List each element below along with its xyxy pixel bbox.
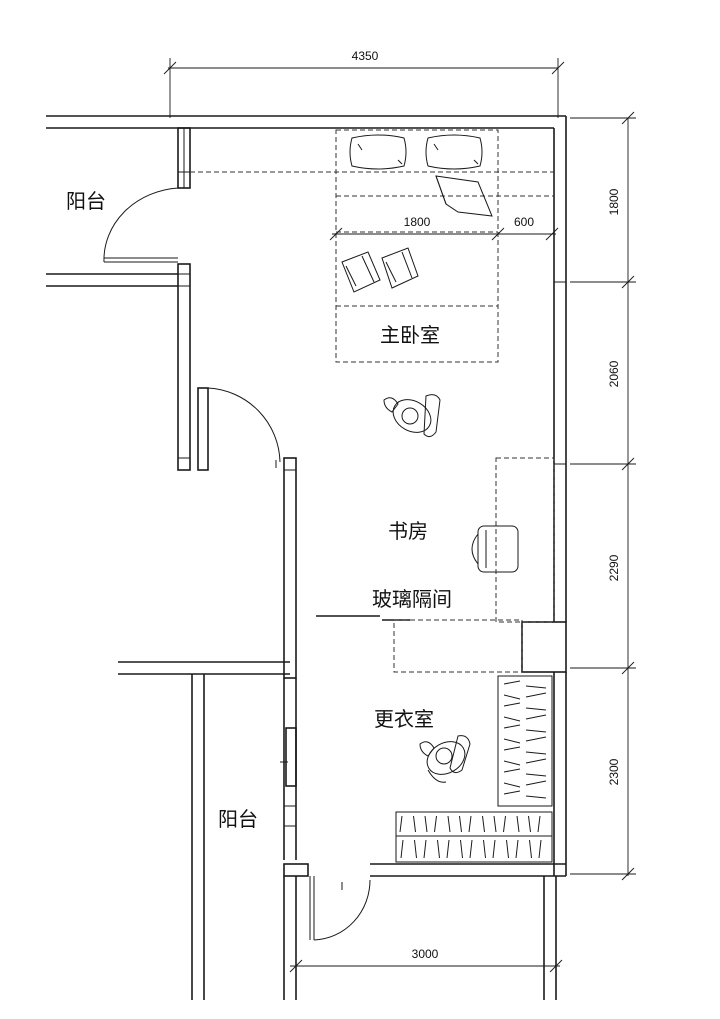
hangers-bottom — [399, 815, 542, 859]
bed-area: 1800 600 — [190, 129, 559, 363]
hanger-mark — [399, 815, 403, 833]
hanger-mark — [503, 716, 521, 722]
hanger-mark — [528, 815, 531, 833]
room-label-master-bedroom: 主卧室 — [380, 323, 440, 347]
hangers-right — [503, 680, 547, 799]
hanger-mark — [503, 790, 521, 795]
room-label-balcony-bottom: 阳台 — [218, 807, 258, 831]
hanger-mark — [414, 839, 417, 859]
room-label-dressing-room: 更衣室 — [374, 707, 434, 731]
person-icon — [419, 735, 471, 783]
hanger-mark — [503, 768, 521, 773]
dim-label-right-2: 2060 — [607, 360, 621, 387]
hanger-mark — [424, 815, 428, 833]
hanger-mark — [506, 839, 509, 859]
door-entry — [207, 387, 281, 463]
hanger-mark — [537, 815, 541, 833]
desk — [495, 457, 555, 623]
room-label-balcony-top: 阳台 — [66, 189, 106, 213]
cushion-icon — [381, 247, 419, 289]
dim-label-bottom: 3000 — [412, 947, 439, 961]
hanger-mark — [525, 751, 547, 755]
door-balcony-top — [103, 187, 179, 263]
hanger-mark — [503, 702, 521, 707]
pillow-icon — [425, 134, 483, 170]
dimension-top: 4350 — [163, 49, 565, 118]
hanger-mark — [482, 815, 485, 833]
hanger-mark — [446, 839, 450, 859]
hanger-mark — [503, 738, 521, 744]
hanger-mark — [503, 746, 521, 751]
blanket-icon — [435, 175, 493, 217]
hanger-mark — [493, 815, 497, 833]
pillow-icon — [349, 134, 407, 170]
hanger-mark — [516, 815, 520, 833]
hanger-mark — [447, 815, 451, 833]
hanger-mark — [503, 760, 521, 766]
walls — [46, 115, 567, 1000]
hanger-mark — [525, 685, 547, 689]
hanger-mark — [400, 839, 404, 859]
hanger-mark — [525, 707, 547, 711]
dim-label-bed-side: 600 — [514, 215, 534, 229]
window-marks — [178, 171, 343, 890]
hanger-mark — [459, 815, 462, 833]
dim-label-right-3: 2290 — [607, 554, 621, 581]
hanger-mark — [503, 724, 521, 729]
hanger-mark — [503, 680, 521, 685]
hanger-mark — [469, 839, 473, 859]
cushion-icon — [341, 251, 381, 293]
room-label-study: 书房 — [388, 519, 428, 543]
hanger-mark — [434, 815, 437, 833]
hanger-mark — [460, 839, 463, 859]
hanger-mark — [468, 815, 472, 833]
hanger-mark — [525, 729, 547, 733]
glass-partition-cabinet — [393, 619, 523, 673]
hanger-mark — [483, 839, 486, 859]
room-label-glass-partition: 玻璃隔间 — [372, 587, 452, 611]
hanger-mark — [492, 839, 496, 859]
hanger-mark — [423, 839, 427, 859]
hanger-mark — [525, 736, 547, 742]
hanger-mark — [525, 773, 547, 777]
hanger-mark — [529, 839, 532, 859]
dimension-right: 1800 2060 2290 2300 — [570, 111, 636, 881]
dim-label-right-1: 1800 — [607, 188, 621, 215]
hanger-mark — [525, 758, 547, 764]
wardrobe-right — [497, 675, 553, 807]
hanger-mark — [525, 714, 547, 720]
hanger-mark — [503, 782, 521, 788]
dim-label-bed: 1800 — [404, 215, 431, 229]
chair-icon — [471, 525, 519, 573]
dimension-bottom: 3000 — [289, 940, 563, 976]
hanger-mark — [525, 692, 547, 698]
hanger-mark — [413, 815, 416, 833]
door-dressing-bottom — [309, 876, 371, 941]
person-icon — [383, 394, 441, 438]
door-sliding-glass — [316, 615, 410, 621]
dim-label-right-4: 2300 — [607, 758, 621, 785]
hanger-mark — [515, 839, 519, 859]
hanger-mark — [525, 795, 547, 799]
hanger-mark — [525, 780, 547, 786]
hanger-mark — [503, 815, 506, 833]
hanger-mark — [437, 839, 440, 859]
dim-label-top: 4350 — [352, 49, 379, 63]
hanger-mark — [538, 839, 542, 859]
wardrobe-bottom — [395, 811, 553, 863]
hanger-mark — [503, 694, 521, 700]
